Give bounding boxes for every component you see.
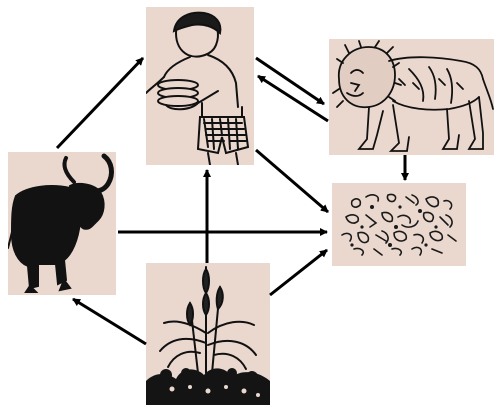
- arrow-boy-to-decomposers: [256, 150, 328, 212]
- arrow-plants-to-decomposers: [270, 250, 327, 295]
- arrow-plants-to-buffalo: [73, 299, 146, 344]
- arrow-buffalo-to-boy: [57, 58, 143, 148]
